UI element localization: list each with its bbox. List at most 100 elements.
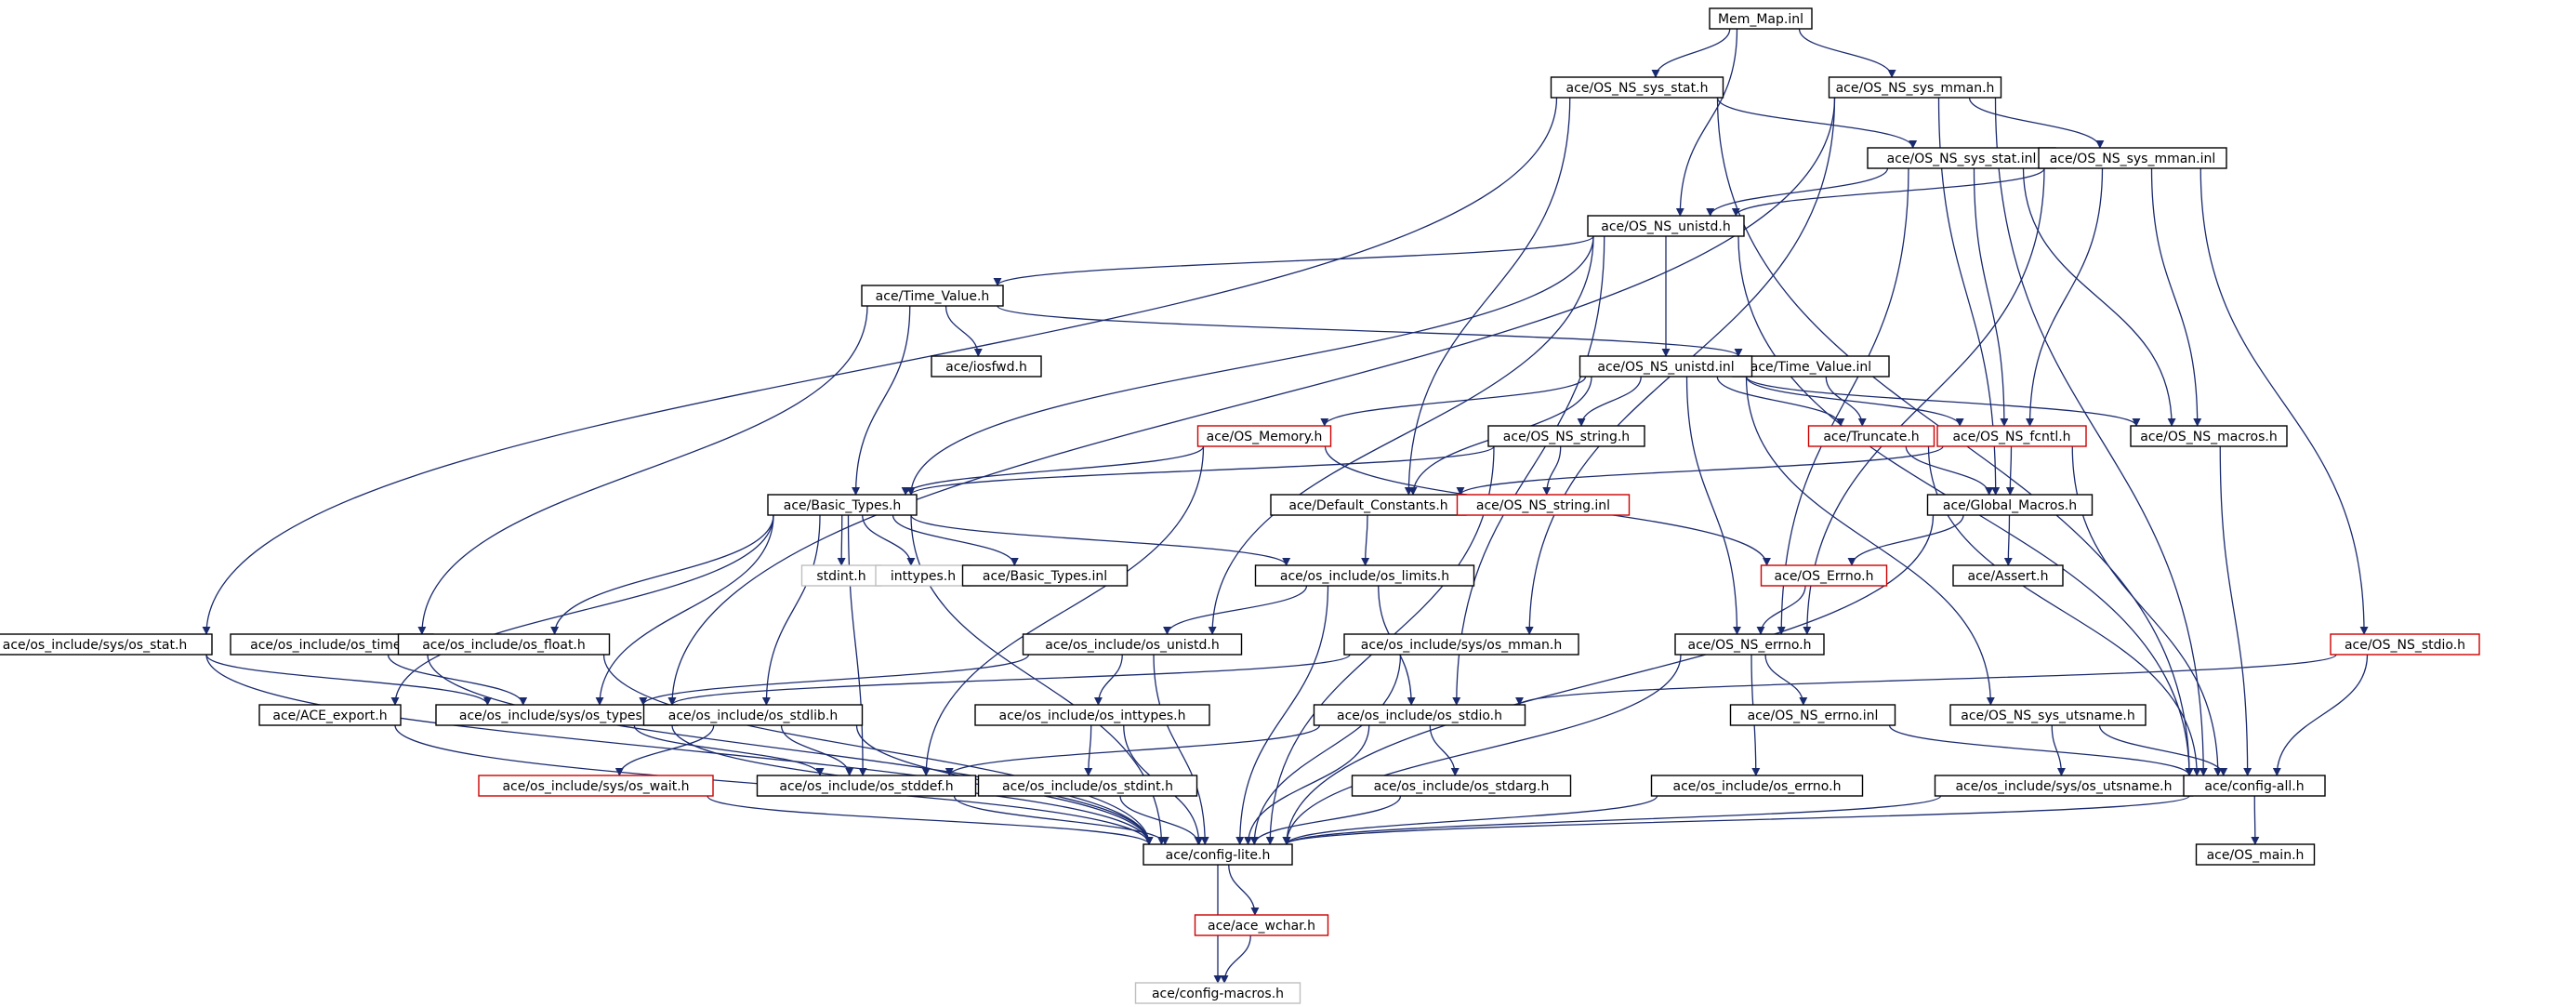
- edge-os-ns-sys-mman-inl-to-os-ns-fcntl-h: [2025, 167, 2104, 427]
- node-os-errno-h-ace[interactable]: ace/OS_Errno.h: [1760, 564, 1888, 587]
- edge-os-stdint-h-to-config-lite-h: [1119, 795, 1203, 845]
- node-box: [478, 775, 714, 797]
- edge-os-ns-sys-mman-inl-to-os-ns-stdio-h: [2200, 167, 2369, 635]
- node-config-lite-h[interactable]: ace/config-lite.h: [1143, 843, 1293, 866]
- node-os-float-h[interactable]: ace/os_include/os_float.h: [397, 633, 611, 656]
- node-label: ace/Time_Value.inl: [1750, 360, 1871, 375]
- node-config-all-h[interactable]: ace/config-all.h: [2183, 775, 2326, 797]
- edge-config-all-h-to-config-lite-h: [1282, 795, 2190, 845]
- edge-os-errno-h-to-config-lite-h: [1282, 795, 1658, 845]
- node-os-stdio-h[interactable]: ace/os_include/os_stdio.h: [1313, 704, 1526, 726]
- node-label: ace/iosfwd.h: [945, 360, 1027, 375]
- node-os-ns-sys-utsname-h[interactable]: ace/OS_NS_sys_utsname.h: [1949, 704, 2147, 726]
- node-global-macros-h[interactable]: ace/Global_Macros.h: [1926, 494, 2094, 516]
- node-os-ns-unistd-inl[interactable]: ace/OS_NS_unistd.inl: [1579, 355, 1753, 378]
- node-label: ace/Global_Macros.h: [1943, 498, 2077, 513]
- node-label: ace/os_include/os_time.h: [250, 638, 414, 653]
- node-default-constants-h[interactable]: ace/Default_Constants.h: [1270, 494, 1467, 516]
- node-box: [1949, 704, 2147, 726]
- node-box: [2195, 843, 2316, 866]
- node-os-ns-errno-inl[interactable]: ace/OS_NS_errno.inl: [1729, 704, 1896, 726]
- node-os-sys-os-wait-h[interactable]: ace/os_include/sys/os_wait.h: [478, 775, 714, 797]
- node-os-stdint-h[interactable]: ace/os_include/os_stdint.h: [977, 775, 1198, 797]
- node-os-inttypes-h[interactable]: ace/os_include/os_inttypes.h: [974, 704, 1210, 726]
- node-box: [1194, 914, 1329, 936]
- node-label: ace/OS_NS_unistd.h: [1601, 219, 1731, 234]
- node-os-ns-sys-stat-h[interactable]: ace/OS_NS_sys_stat.h: [1550, 76, 1724, 99]
- node-os-stdarg-h[interactable]: ace/os_include/os_stdarg.h: [1351, 775, 1572, 797]
- edge-basic-types-h-to-stdint-h: [837, 514, 846, 566]
- edge-os-ns-unistd-h-to-os-stdio-h: [1452, 235, 1605, 706]
- node-os-ns-fcntl-h[interactable]: ace/OS_NS_fcntl.h: [1936, 425, 2087, 447]
- edge-global-macros-h-to-os-errno-h-ace: [1847, 514, 1964, 566]
- node-os-errno-h[interactable]: ace/os_include/os_errno.h: [1650, 775, 1864, 797]
- node-label: ace/Basic_Types.inl: [983, 569, 1107, 584]
- node-os-ns-string-inl[interactable]: ace/OS_NS_string.inl: [1456, 494, 1631, 516]
- edge-os-stdlib-h-to-os-stddef-h: [780, 724, 854, 776]
- node-label: ace/config-lite.h: [1166, 848, 1271, 863]
- edge-os-unistd-h-to-os-sys-types-h: [639, 654, 1030, 706]
- node-label: ace/config-macros.h: [1152, 987, 1284, 1001]
- node-basic-types-inl[interactable]: ace/Basic_Types.inl: [961, 564, 1129, 587]
- edge-os-ns-sys-stat-h-to-default-constants-h: [1404, 97, 1571, 496]
- edge-basic-types-h-to-os-sys-types-h: [595, 514, 774, 706]
- edge-os-ns-sys-stat-h-to-os-sys-os-stat-h: [202, 97, 1558, 635]
- node-box: [1254, 564, 1475, 587]
- node-os-sys-os-utsname-h[interactable]: ace/os_include/sys/os_utsname.h: [1934, 775, 2194, 797]
- node-os-limits-h[interactable]: ace/os_include/os_limits.h: [1254, 564, 1475, 587]
- node-label: ace/OS_NS_string.inl: [1476, 498, 1610, 513]
- node-label: ace/os_include/sys/os_types.h: [459, 709, 654, 723]
- node-stdint-h[interactable]: stdint.h: [800, 564, 882, 587]
- edge-os-ns-errno-h-to-os-ns-errno-inl: [1764, 654, 1808, 706]
- edge-os-ns-unistd-inl-to-truncate-h: [1716, 376, 1845, 427]
- node-os-ns-stdio-h[interactable]: ace/OS_NS_stdio.h: [2330, 633, 2480, 656]
- node-os-time-h[interactable]: ace/os_include/os_time.h: [230, 633, 434, 656]
- node-iosfwd-h[interactable]: ace/iosfwd.h: [931, 355, 1042, 378]
- node-os-sys-os-mman-h[interactable]: ace/os_include/sys/os_mman.h: [1343, 633, 1579, 656]
- node-os-main-h[interactable]: ace/OS_main.h: [2195, 843, 2316, 866]
- node-label: ace/OS_NS_macros.h: [2140, 430, 2277, 444]
- node-os-memory-h[interactable]: ace/OS_Memory.h: [1196, 425, 1332, 447]
- node-label: ace/os_include/os_unistd.h: [1045, 638, 1219, 653]
- node-os-ns-sys-mman-h[interactable]: ace/OS_NS_sys_mman.h: [1828, 76, 2002, 99]
- node-os-ns-unistd-h[interactable]: ace/OS_NS_unistd.h: [1587, 215, 1745, 237]
- node-box: [1729, 704, 1896, 726]
- edge-os-sys-os-stat-h-to-os-sys-types-h: [205, 654, 492, 706]
- edge-os-sys-types-h-to-os-stddef-h: [633, 724, 825, 776]
- node-os-ns-macros-h[interactable]: ace/OS_NS_macros.h: [2130, 425, 2288, 447]
- node-os-ns-string-h[interactable]: ace/OS_NS_string.h: [1487, 425, 1645, 447]
- node-os-ns-errno-h[interactable]: ace/OS_NS_errno.h: [1674, 633, 1825, 656]
- node-box: [756, 775, 977, 797]
- node-mem-map-inl[interactable]: Mem_Map.inl: [1709, 7, 1813, 30]
- node-os-sys-types-h[interactable]: ace/os_include/sys/os_types.h: [435, 704, 679, 726]
- edge-os-ns-sys-stat-h-to-os-ns-sys-stat-inl: [1716, 97, 1918, 149]
- edge-os-limits-h-to-config-lite-h: [1235, 585, 1329, 845]
- node-ace-wchar-h[interactable]: ace/ace_wchar.h: [1194, 914, 1329, 936]
- node-time-value-inl[interactable]: ace/Time_Value.inl: [1732, 355, 1890, 378]
- node-assert-h[interactable]: ace/Assert.h: [1952, 564, 2064, 587]
- node-box: [1134, 982, 1301, 1004]
- node-os-stddef-h[interactable]: ace/os_include/os_stddef.h: [756, 775, 977, 797]
- node-inttypes-h[interactable]: inttypes.h: [875, 564, 971, 587]
- edge-basic-types-h-to-os-stdlib-h: [761, 514, 821, 706]
- node-os-sys-os-stat-h[interactable]: ace/os_include/sys/os_stat.h: [0, 633, 213, 656]
- node-box: [1313, 704, 1526, 726]
- node-os-ns-sys-stat-inl[interactable]: ace/OS_NS_sys_stat.inl: [1867, 147, 2056, 169]
- node-box: [1807, 425, 1935, 447]
- node-ace-export-h[interactable]: ace/ACE_export.h: [258, 704, 402, 726]
- node-os-unistd-h[interactable]: ace/os_include/os_unistd.h: [1022, 633, 1243, 656]
- node-basic-types-h[interactable]: ace/Basic_Types.h: [767, 494, 918, 516]
- edge-os-sys-os-stat-h-to-config-lite-h: [205, 654, 1154, 845]
- node-os-ns-sys-mman-inl[interactable]: ace/OS_NS_sys_mman.inl: [2038, 147, 2227, 169]
- node-box: [974, 704, 1210, 726]
- edge-os-ns-unistd-inl-to-os-ns-macros-h: [1745, 376, 2141, 427]
- edge-config-all-h-to-os-main-h: [2251, 795, 2260, 845]
- edge-os-ns-stdio-h-to-os-stdio-h: [1515, 654, 2337, 706]
- node-truncate-h[interactable]: ace/Truncate.h: [1807, 425, 1935, 447]
- edge-os-ns-fcntl-h-to-default-constants-h: [1456, 445, 1944, 496]
- node-box: [1579, 355, 1753, 378]
- node-label: ace/Basic_Types.h: [784, 498, 901, 513]
- node-os-stdlib-h[interactable]: ace/os_include/os_stdlib.h: [642, 704, 864, 726]
- node-config-macros-h[interactable]: ace/config-macros.h: [1134, 982, 1301, 1004]
- node-time-value-h[interactable]: ace/Time_Value.h: [861, 285, 1004, 307]
